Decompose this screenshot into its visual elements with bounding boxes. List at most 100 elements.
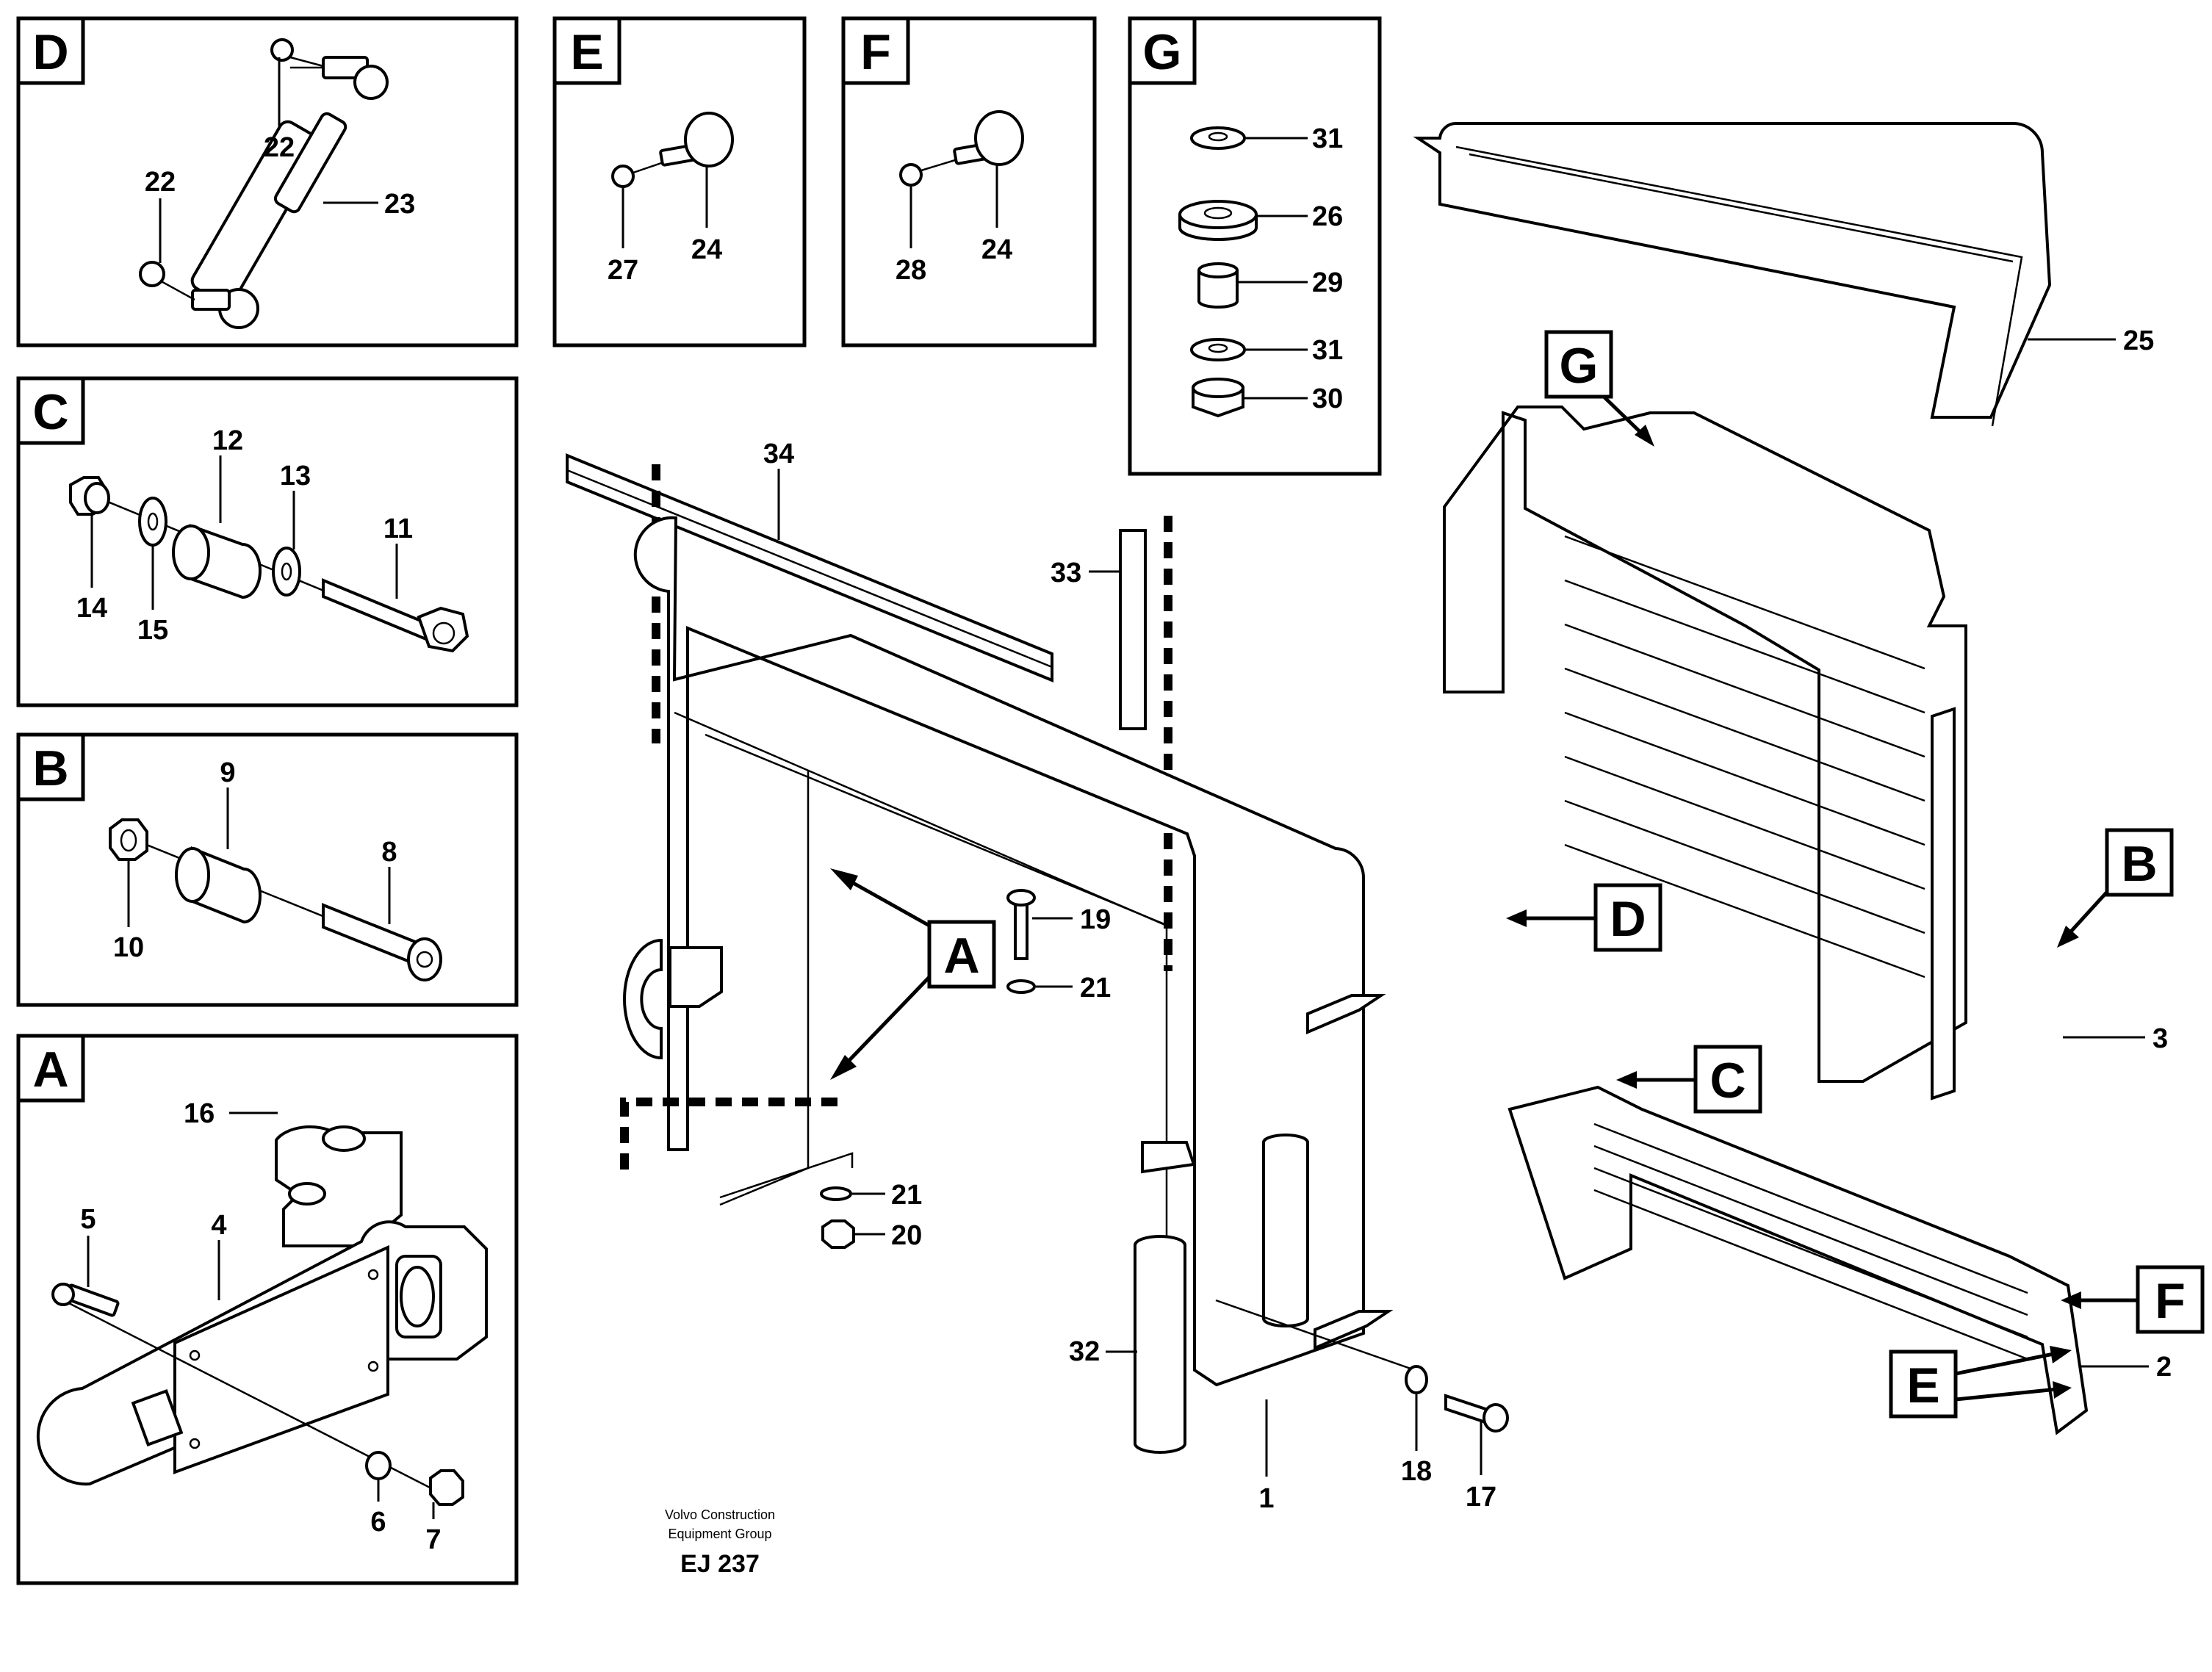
grille-3: 3 G D B	[1443, 330, 2174, 1100]
panel-b: B 9 8 10	[16, 732, 519, 1007]
callout-f-letter: F	[2155, 1273, 2186, 1329]
label-3: 3	[2152, 1023, 2168, 1054]
callout-b-box	[2105, 828, 2174, 897]
label-5: 5	[80, 1204, 96, 1235]
panel-f-letter: F	[860, 24, 891, 80]
callout-b-letter: B	[2121, 836, 2157, 892]
drawing-code: EJ 237	[680, 1550, 760, 1578]
label-9: 9	[220, 757, 235, 788]
label-21-bottom: 21	[891, 1180, 922, 1211]
panel-c-letter: C	[32, 384, 68, 440]
panel-d-letter-box	[16, 16, 85, 85]
callout-c-box	[1693, 1045, 1762, 1114]
panel-g-letter: G	[1143, 24, 1182, 80]
callout-a-box	[927, 920, 996, 989]
label-23: 23	[384, 189, 415, 220]
panel-c-letter-box	[16, 376, 85, 445]
bushing-assembly-c-drawing	[69, 476, 469, 653]
label-13: 13	[280, 461, 311, 491]
panel-d-letter: D	[32, 24, 68, 80]
bolt-19	[1014, 898, 1028, 960]
grille-slats	[1564, 535, 1925, 979]
panel-d: D 22 22 23	[16, 16, 519, 347]
lower-grille-2: 2 C F E	[1507, 1045, 2205, 1435]
panel-g-frame	[1128, 16, 1382, 476]
label-34: 34	[763, 439, 794, 469]
label-12: 12	[212, 425, 243, 456]
label-30: 30	[1312, 383, 1343, 414]
label-27: 27	[608, 255, 638, 286]
panel-f-letter-box	[841, 16, 910, 85]
label-18: 18	[1401, 1456, 1432, 1487]
label-24-f: 24	[981, 234, 1012, 265]
strip-33	[1119, 529, 1147, 730]
label-14: 14	[76, 593, 107, 624]
label-22-left: 22	[145, 167, 176, 198]
label-17: 17	[1466, 1482, 1496, 1513]
label-10: 10	[113, 932, 144, 963]
gas-strut-drawing	[139, 38, 389, 329]
label-7: 7	[425, 1524, 441, 1555]
footer-line-1: Volvo Construction	[665, 1507, 775, 1522]
label-1: 1	[1258, 1483, 1274, 1514]
main-frame-assembly: 34 33 19 21 21 20	[566, 439, 1509, 1514]
label-33: 33	[1051, 558, 1081, 588]
panel-e-frame	[552, 16, 807, 347]
callout-a-arrows	[830, 868, 931, 1080]
label-24-e: 24	[691, 234, 722, 265]
bushing-assembly-b-drawing	[109, 818, 442, 981]
label-21-top: 21	[1080, 973, 1111, 1003]
label-16: 16	[184, 1098, 215, 1129]
panel-e-letter: E	[570, 24, 603, 80]
panel-f-frame	[841, 16, 1097, 347]
panel-b-frame	[16, 732, 519, 1007]
rubber-mount-drawing-e	[611, 112, 734, 188]
label-19: 19	[1080, 904, 1111, 935]
grille-body-3	[1443, 406, 1967, 1083]
panel-g-letter-box	[1128, 16, 1197, 85]
panel-g: G 31 26 29 31 30	[1128, 16, 1382, 476]
callout-d-letter: D	[1610, 891, 1646, 947]
label-6: 6	[370, 1507, 386, 1538]
label-29: 29	[1312, 267, 1343, 298]
label-26: 26	[1312, 201, 1343, 232]
callout-e-letter: E	[1906, 1358, 1939, 1413]
label-2: 2	[2156, 1352, 2172, 1383]
callout-g-letter: G	[1560, 338, 1599, 394]
panel-a-frame	[16, 1034, 519, 1585]
label-28: 28	[896, 255, 926, 286]
panel-a-letter: A	[32, 1042, 68, 1098]
panel-e-letter-box	[552, 16, 622, 85]
label-20: 20	[891, 1220, 922, 1251]
callout-f-box	[2136, 1265, 2205, 1334]
panel-d-frame	[16, 16, 519, 347]
panel-a-letter-box	[16, 1034, 85, 1103]
callout-g-box	[1544, 330, 1613, 399]
footer: Volvo Construction Equipment Group EJ 23…	[665, 1507, 775, 1578]
label-32: 32	[1069, 1336, 1100, 1367]
callout-a-letter: A	[943, 928, 979, 984]
panel-e: E 27 24	[552, 16, 807, 347]
label-8: 8	[381, 837, 397, 868]
panel-c-frame	[16, 376, 519, 707]
panel-b-letter-box	[16, 732, 85, 801]
label-15: 15	[137, 615, 168, 646]
label-31-top: 31	[1312, 123, 1343, 154]
mount-stack-drawing	[1178, 126, 1258, 418]
label-4: 4	[211, 1210, 226, 1241]
label-25: 25	[2123, 325, 2154, 356]
channel-32	[1134, 1235, 1186, 1454]
hood-top-25	[1413, 121, 2052, 419]
label-31-bottom: 31	[1312, 335, 1343, 366]
top-hood-25: 25	[1413, 121, 2154, 427]
callout-e-box	[1889, 1350, 1958, 1419]
panel-f: F 28 24	[841, 16, 1097, 347]
rubber-mount-drawing-f	[899, 110, 1024, 187]
panel-c: C 12 13 11 14 15	[16, 376, 519, 707]
callout-d-box	[1593, 883, 1662, 952]
label-22-top: 22	[264, 132, 295, 163]
panel-b-letter: B	[32, 740, 68, 796]
footer-line-2: Equipment Group	[668, 1527, 771, 1541]
dashed-guide-a	[620, 1098, 837, 1175]
